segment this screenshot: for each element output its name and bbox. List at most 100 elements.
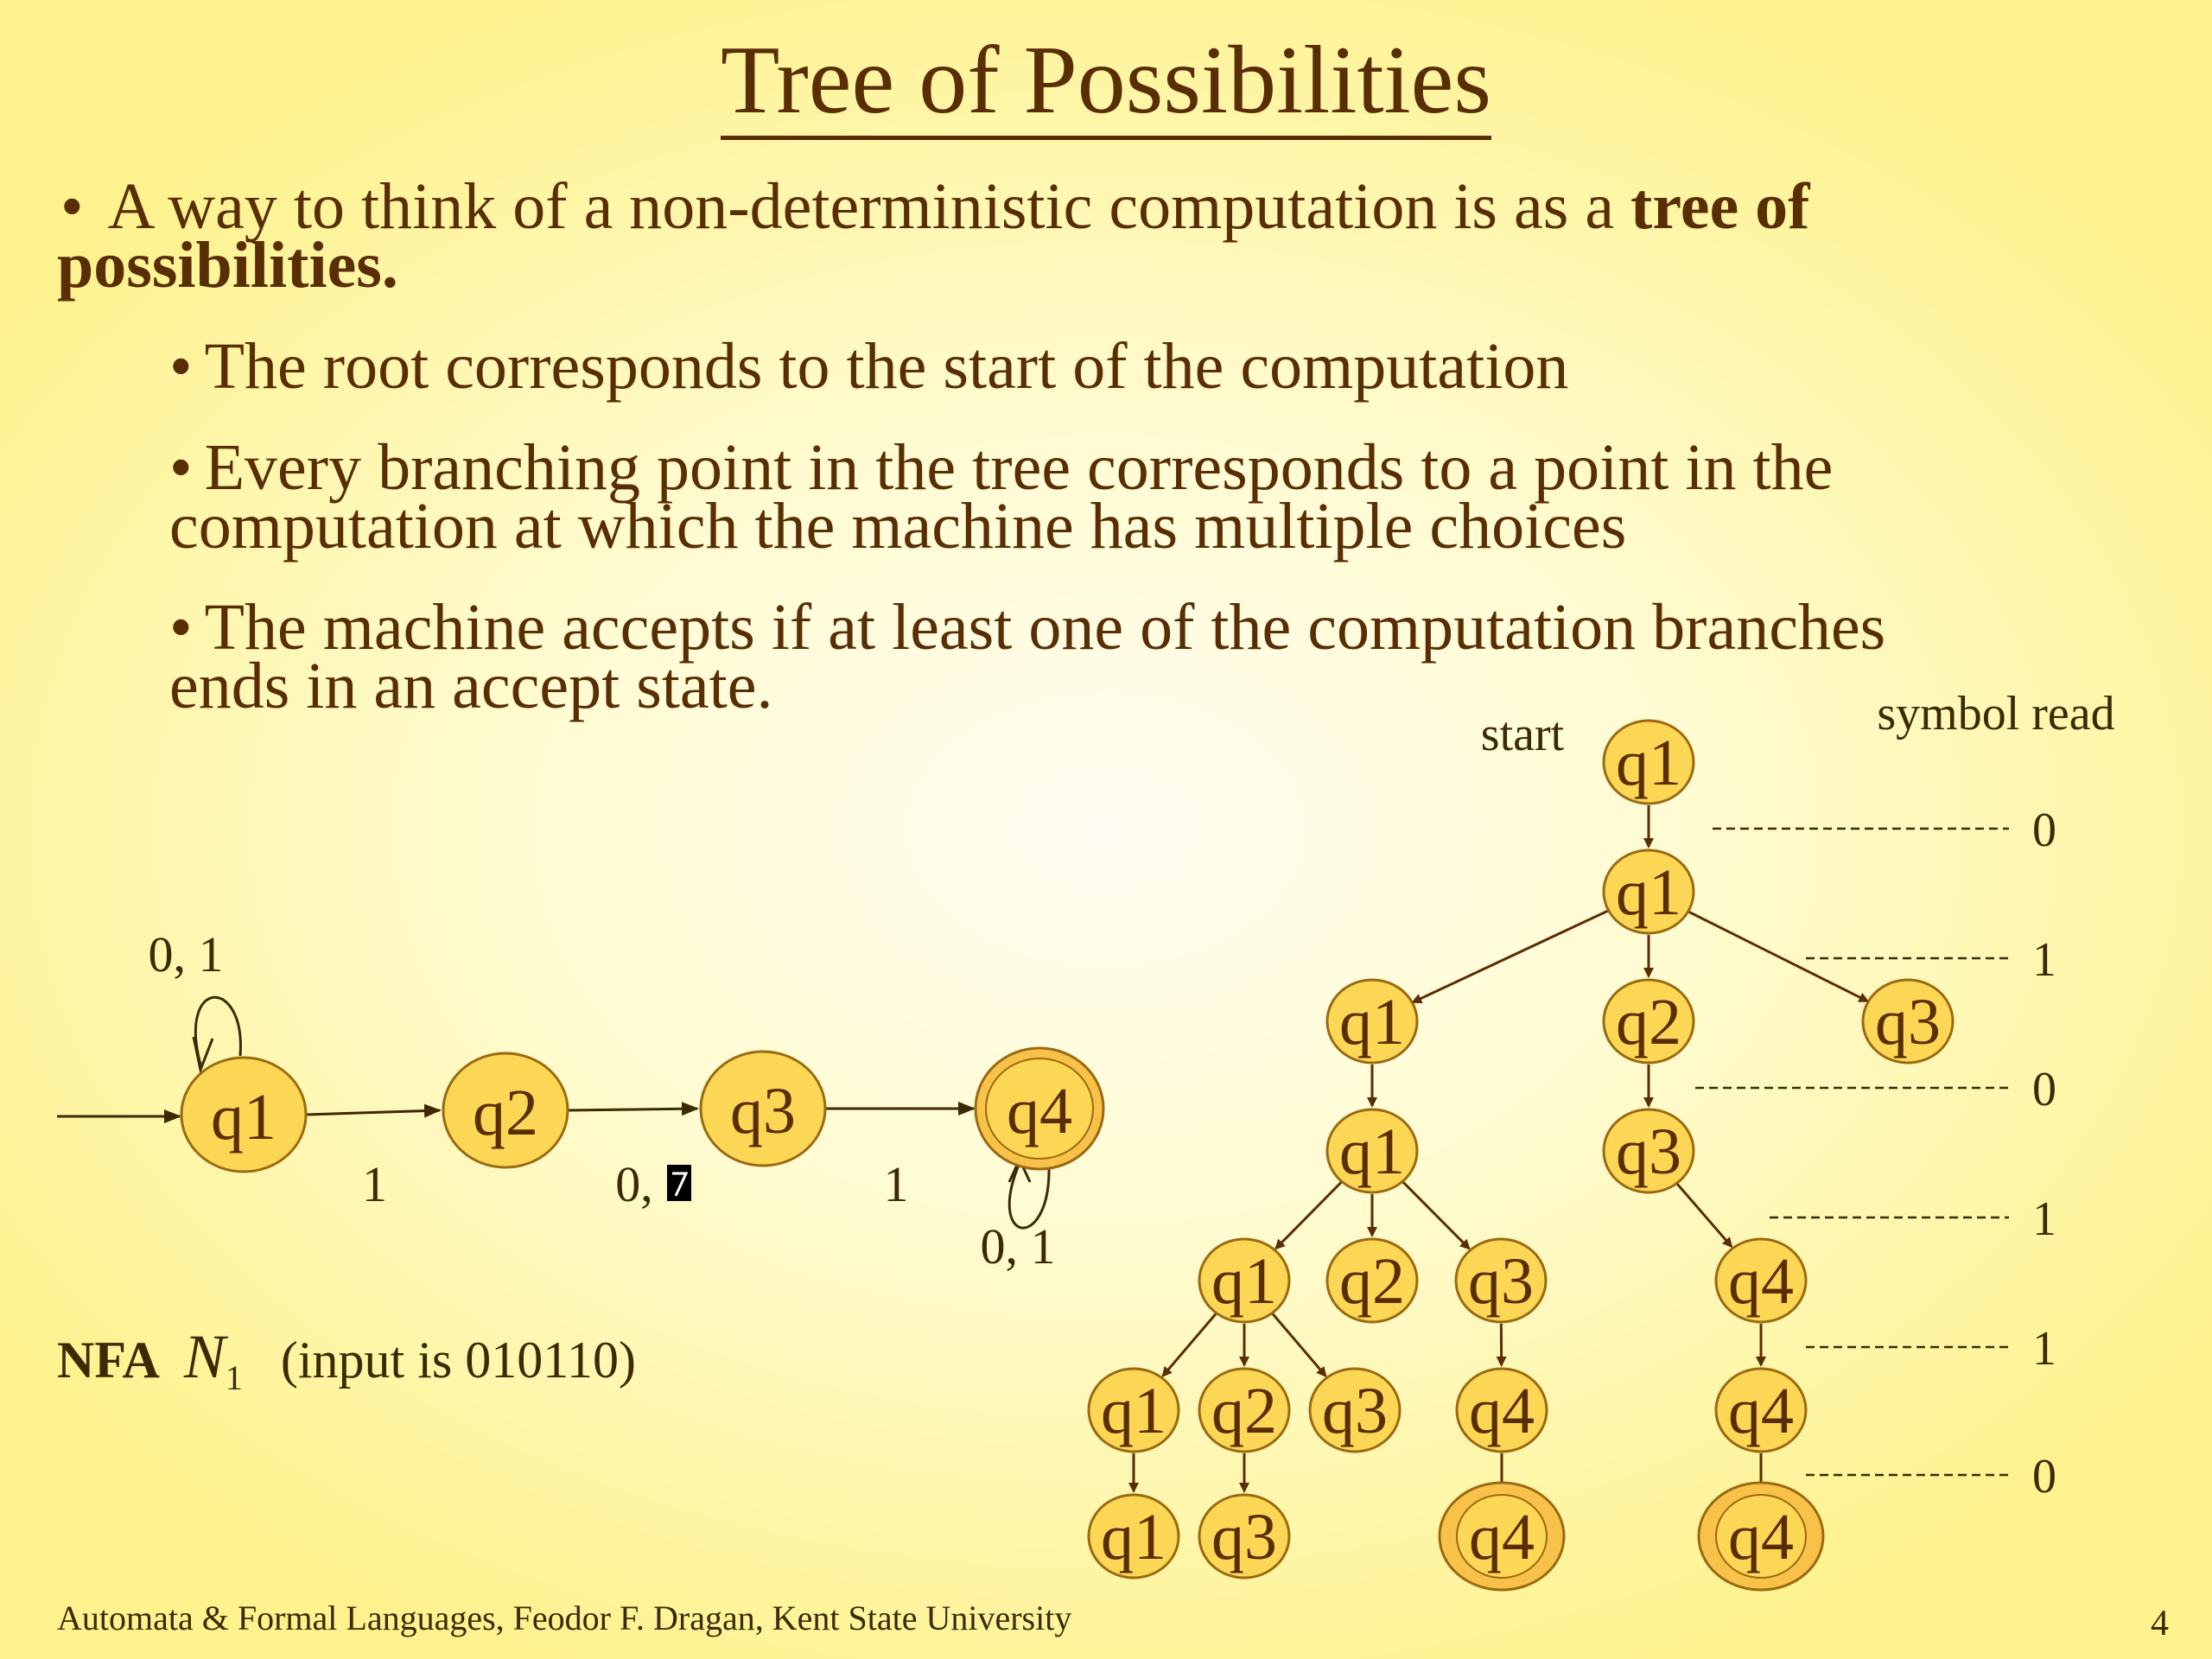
tree-node-circle — [1602, 719, 1695, 805]
nfa-state-label: q1 — [211, 1081, 276, 1154]
nfa-state-circle — [985, 1058, 1094, 1160]
tree-node-circle — [1198, 1493, 1291, 1580]
nfa-label-q1-q2: 1 — [362, 1156, 387, 1212]
sub-bullet-accepts-line1: The machine accepts if at least one of t… — [204, 591, 1886, 664]
nfa-state-circle — [180, 1056, 308, 1173]
tree-node-label: q3 — [1322, 1375, 1388, 1447]
tree-edge-n1-n2 — [1411, 908, 1611, 1004]
symbol-read-value: 0 — [2032, 1450, 2056, 1503]
tree-node-n4: q3 — [1861, 978, 1955, 1065]
slide-title: Tree of Possibilities — [0, 16, 2212, 145]
tree-node-n7: q1 — [1198, 1237, 1291, 1324]
symbol-read-value: 0 — [2032, 1063, 2056, 1116]
tree-node-label: q1 — [1101, 1501, 1166, 1573]
nfa-state-circle — [442, 1052, 569, 1169]
tree-node-n15: q4 — [1714, 1367, 1808, 1453]
tree-node-label: q1 — [1616, 727, 1681, 799]
tree-node-circle — [1087, 1367, 1180, 1453]
symbol-read-value: 0 — [2032, 804, 2056, 857]
tree-node-label: q2 — [1211, 1375, 1277, 1447]
tree-node-label: q2 — [1616, 986, 1681, 1058]
sub-bullet-branching-line2: computation at which the machine has mul… — [169, 490, 1627, 563]
tree-node-label: q4 — [1469, 1501, 1535, 1573]
tree-node-circle — [1714, 1237, 1808, 1324]
symbol-read-value: 1 — [2032, 933, 2056, 987]
tree-node-n12: q2 — [1198, 1367, 1291, 1453]
nfa-state-q3: q3 — [699, 1050, 827, 1167]
bullet-main-bold-1: tree of — [1630, 170, 1810, 243]
nfa-state-q4: q4 — [974, 1046, 1105, 1171]
tree-node-n10: q4 — [1714, 1237, 1808, 1324]
tree-node-n2: q1 — [1325, 978, 1419, 1065]
tree-node-label: q2 — [1339, 1245, 1405, 1318]
tree-node-n0: q1 — [1602, 719, 1695, 805]
tree-node-n14: q4 — [1455, 1367, 1548, 1453]
tree-node-label: q1 — [1211, 1245, 1277, 1318]
tree-node-circle — [1198, 1367, 1291, 1453]
tree-node-n6: q3 — [1602, 1108, 1695, 1194]
nfa-caption-sub: 1 — [225, 1358, 243, 1397]
nfa-label-q4-loop: 0, 1 — [981, 1218, 1056, 1274]
tree-node-label: q1 — [1339, 1116, 1405, 1188]
tree-edge-n5-n7 — [1274, 1180, 1343, 1250]
tree-edge-n1-n4 — [1687, 910, 1870, 1003]
nfa-state-label: q2 — [473, 1077, 538, 1149]
tree-node-n18: q4 — [1438, 1481, 1566, 1592]
nfa-state-q2: q2 — [442, 1052, 569, 1169]
nfa-caption-label: NFA — [57, 1332, 160, 1389]
tree-node-label: q4 — [1728, 1245, 1794, 1318]
tree-node-circle — [1861, 978, 1955, 1065]
tree-node-circle — [1455, 1367, 1548, 1453]
tree-node-n9: q3 — [1454, 1237, 1548, 1324]
bullet-main: •A way to think of a non-deterministic c… — [57, 170, 1810, 302]
nfa-state-circle — [699, 1050, 827, 1167]
nfa-label-q1-loop: 0, 1 — [149, 926, 224, 982]
page-number: 4 — [2151, 1604, 2169, 1643]
tree-node-label: q1 — [1616, 856, 1681, 929]
nfa-edge-q2-q3 — [567, 1102, 699, 1116]
tree-node-label: q4 — [1469, 1375, 1535, 1447]
bullet-main-text: A way to think of a non-deterministic co… — [107, 170, 1631, 243]
sub-bullet-root-text: The root corresponds to the start of the… — [204, 330, 1569, 403]
sub-bullet-accepts-line2: ends in an accept state. — [169, 650, 773, 722]
tree-node-circle — [1602, 849, 1695, 935]
nfa-loop-q4 — [1007, 1162, 1051, 1230]
tree-node-circle — [1198, 1237, 1291, 1324]
nfa-state-label: q3 — [730, 1075, 796, 1147]
tree-edge-n7-n11 — [1161, 1313, 1217, 1377]
tree-node-circle — [1308, 1367, 1402, 1453]
tree-node-n3: q2 — [1602, 978, 1695, 1065]
nfa-caption: NFA N1 (input is 010110) — [57, 1322, 636, 1413]
tree-node-circle — [1325, 978, 1419, 1065]
nfa-caption-name: N — [183, 1322, 226, 1391]
symbol-read-value: 1 — [2032, 1322, 2056, 1376]
tree-node-circle — [1454, 1237, 1548, 1324]
tree-node-n5: q1 — [1325, 1108, 1419, 1194]
tree-node-label: q3 — [1211, 1501, 1277, 1573]
tree-node-circle — [1325, 1237, 1419, 1324]
tree-node-n11: q1 — [1087, 1367, 1180, 1453]
footer-text: Automata & Formal Languages, Feodor F. D… — [57, 1599, 1072, 1637]
tree-node-n13: q3 — [1308, 1367, 1402, 1453]
symbol-read-value: 1 — [2032, 1192, 2056, 1246]
tree-node-circle — [1087, 1493, 1180, 1580]
sub-bullet-root: •The root corresponds to the start of th… — [169, 330, 1569, 403]
tree-node-n17: q3 — [1198, 1493, 1291, 1580]
tree-node-circle — [1715, 1494, 1807, 1579]
tree-node-circle — [1456, 1494, 1548, 1579]
tree-node-label: q3 — [1468, 1245, 1534, 1318]
tree-node-label: q3 — [1616, 1116, 1681, 1188]
sub-bullet-branching: •Every branching point in the tree corre… — [169, 431, 1834, 563]
tree-edge-n7-n13 — [1271, 1313, 1327, 1377]
nfa-caption-input: (input is 010110) — [280, 1332, 636, 1389]
tree-node-label: q4 — [1728, 1375, 1794, 1447]
tree-edge-n6-n10 — [1675, 1182, 1733, 1249]
tree-node-label: q1 — [1101, 1375, 1166, 1447]
sub-bullet-accepts: •The machine accepts if at least one of … — [169, 591, 1886, 722]
tree-node-circle — [1602, 1108, 1695, 1194]
tree-node-circle — [1602, 978, 1695, 1065]
tree-node-n16: q1 — [1087, 1493, 1180, 1580]
nfa-label-q3-q4: 1 — [884, 1156, 909, 1212]
